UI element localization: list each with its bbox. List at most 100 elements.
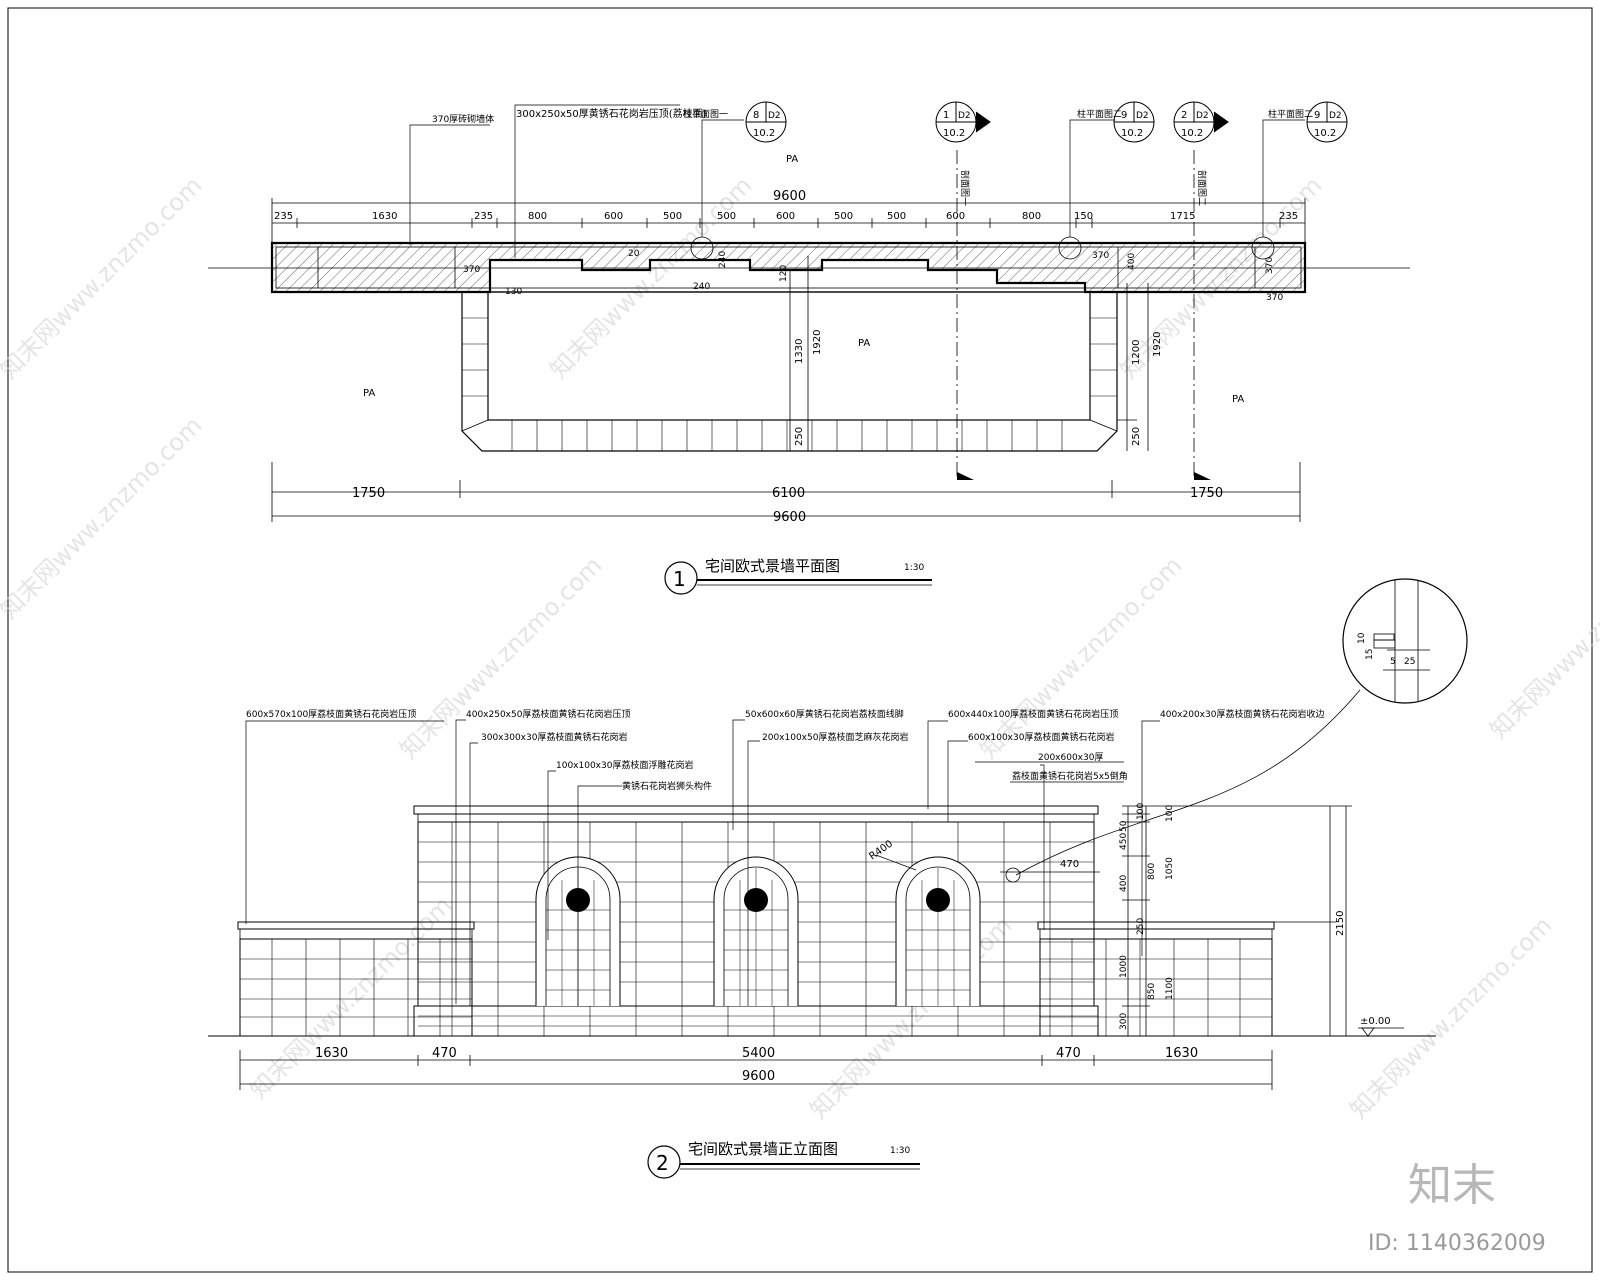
side-wall-courses [240,939,1272,1036]
leader-label: 200x100x50厚荔枝面芝麻灰花岗岩 [762,731,908,743]
callout-sheet: D2 [768,111,781,121]
plan-inner-dim: 120 [779,265,789,282]
leader-label: 400x200x30厚荔枝面黄锈石花岗岩收边 [1160,708,1324,720]
elevation-total-height: 2150 [1335,911,1346,936]
sheet-border [7,7,1593,1273]
plan-title-number: 1 [673,567,686,591]
callout-page: 10.2 [1181,128,1203,139]
leader-label: 柱平面图一 [683,108,728,120]
plan-inner-dim: 240 [718,251,728,268]
plan-scale: 1:30 [904,563,924,573]
plan-top-dim: 500 [717,211,736,222]
leader-label: 200x600x30厚 [1038,752,1103,763]
elevation-bottom-dim: 1630 [315,1046,348,1061]
plan-top-dim: 500 [887,211,906,222]
elevation-dim: 470 [1060,859,1079,870]
elevation-right-dims [1122,805,1352,1037]
leader-label: 柱平面图二 [1268,108,1313,120]
elevation-right-dim: 250 [1136,918,1146,935]
plan-bottom-total: 9600 [773,510,806,525]
brand-logo: 知末 [1408,1160,1496,1211]
watermark-text: 知末网www.znzmo.com [0,411,207,624]
plan-top-dim: 1630 [372,211,397,222]
plan-side-dim: 250 [1131,427,1142,446]
elevation-view [208,578,1468,1179]
plan-top-dim: 600 [776,211,795,222]
plan-top-dim-ticks [271,198,1306,243]
plan-side-dim: 1920 [1152,332,1163,357]
level-marker [1361,1027,1375,1037]
plan-top-dim: 235 [474,211,493,222]
right-coping [1037,921,1275,930]
leader-label: 600x100x30厚荔枝面黄锈石花岗岩 [968,731,1114,743]
plan-inner-dim: 370 [1266,293,1283,303]
elevation-right-dim: 400 [1119,875,1129,892]
plan-total-dim: 9600 [773,189,806,204]
plan-coping-tiles [462,317,1117,451]
callout-number: 9 [1121,110,1127,121]
watermark-text: 知末网www.znzmo.com [1484,531,1600,744]
leader-label: 黄锈石花岗岩狮头构件 [622,780,712,792]
plan-bottom-dim: 1750 [1190,486,1223,501]
elevation-title: 宅间欧式景墙正立面图 [688,1140,838,1158]
plan-bottom-dim: 1750 [352,486,385,501]
plan-inner-dim: 370 [1265,257,1275,274]
elevation-right-dim: 1000 [1119,955,1129,978]
plan-inner-dim: 370 [1092,251,1109,261]
elevation-bottom-dim: 5400 [742,1046,775,1061]
section-label: 剖面图一 [959,170,971,206]
plan-top-dim: 800 [528,211,547,222]
plan-top-dim: 1715 [1170,211,1195,222]
plan-top-dim: 235 [1279,211,1298,222]
lion-head-ornament [744,888,768,912]
plan-inner-dim: 130 [505,287,522,297]
leader-label: 100x100x30厚荔枝面浮雕花岗岩 [556,759,693,771]
level-label: ±0.00 [1360,1016,1391,1027]
central-coping [413,805,1099,815]
detail-dim: 25 [1404,657,1415,667]
callout-page: 10.2 [1314,128,1336,139]
elevation-bottom-dim: 1630 [1165,1046,1198,1061]
callout-number: 2 [1181,110,1187,121]
elevation-right-dim: 300 [1119,1013,1129,1030]
plan-inner-dim: 370 [463,265,480,275]
callout-page: 10.2 [943,128,965,139]
leader-label: 300x250x50厚黄锈石花岗岩压顶(荔枝面) [516,107,707,120]
elevation-bottom-dims [239,1050,1273,1090]
plan-inner-dim: 400 [1127,253,1137,270]
plan-side-dim: 1200 [1131,340,1142,365]
elevation-right-dim: 100 [1136,803,1146,820]
area-label: PA [786,154,798,165]
plan-top-dim: 600 [604,211,623,222]
callout-page: 10.2 [753,128,775,139]
arched-niche-center [713,856,799,1006]
leader-label: 400x250x50厚荔枝面黄锈石花岗岩压顶 [466,708,630,720]
lion-head-ornament [926,888,950,912]
area-label: PA [858,338,870,349]
detail-dim: 5 [1390,657,1396,667]
callout-sheet: D2 [1196,111,1209,121]
callout-page: 10.2 [1121,128,1143,139]
detail-dim: 15 [1365,649,1375,660]
elevation-right-dim: 1050 [1165,857,1175,880]
plan-side-dim: 1330 [794,339,805,364]
leader-label: 370厚砖砌墙体 [432,113,494,125]
callout-number: 8 [753,110,759,121]
elevation-right-dim: 50 [1119,820,1129,832]
leader-label: 50x600x60厚黄锈石花岗岩荔枝面线脚 [745,708,904,720]
plan-top-dim: 235 [274,211,293,222]
leader-label: 荔枝面黄锈石花岗岩5x5倒角 [1012,770,1128,782]
arched-niche-right [895,856,981,1006]
plan-top-dim: 800 [1022,211,1041,222]
leader-label: 柱平面图二 [1077,108,1122,120]
elevation-bottom-dim: 470 [432,1046,457,1061]
image-id-label: ID: 1140362009 [1368,1231,1546,1256]
area-label: PA [1232,394,1244,405]
detail-bubble [1342,578,1468,704]
callout-number: 9 [1314,110,1320,121]
leader-label: 600x570x100厚荔枝面黄锈石花岗岩压顶 [246,708,416,720]
plan-side-dim: 1920 [812,330,823,355]
elevation-leaders [245,719,1160,1006]
leader-label: 300x300x30厚荔枝面黄锈石花岗岩 [481,731,627,743]
